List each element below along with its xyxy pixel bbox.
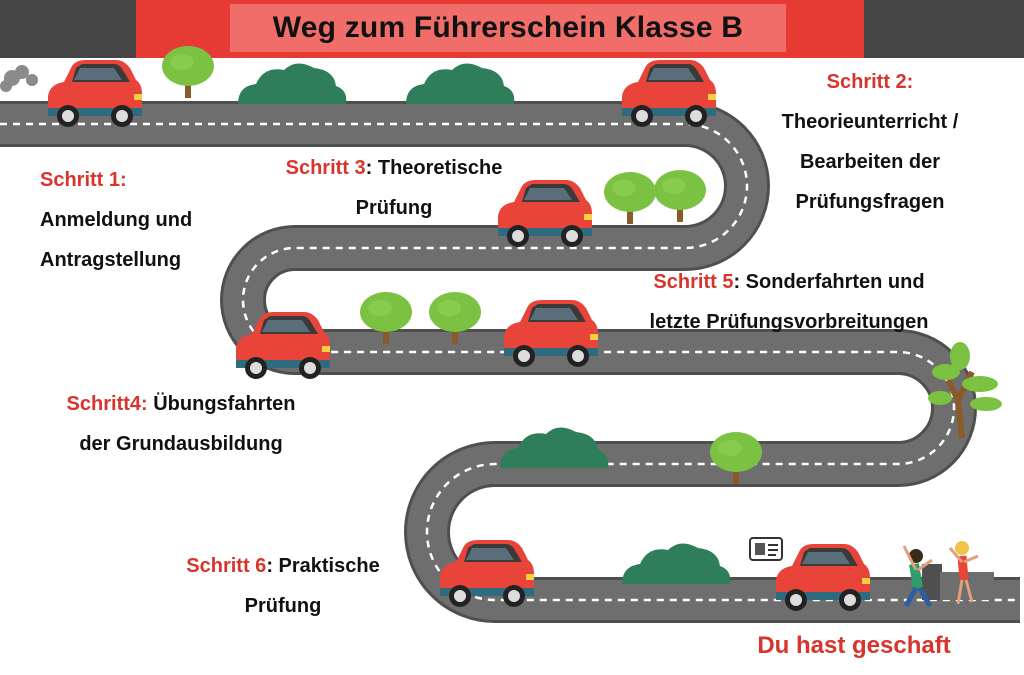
bush-icon bbox=[406, 63, 515, 104]
step-6-label: Schritt 6: Praktische Prüfung bbox=[186, 555, 380, 617]
tree-icon bbox=[160, 44, 216, 100]
step-4-label: Schritt4: Übungsfahrten der Grundausbild… bbox=[66, 393, 296, 455]
license-card-icon bbox=[749, 537, 783, 561]
tree-icon bbox=[928, 342, 1002, 439]
bush-icon bbox=[238, 63, 347, 104]
step-1-label: Schritt 1: Anmeldung und Antragstellung bbox=[40, 169, 193, 271]
step-2-label: Schritt 2: Theorieunterricht / Bearbeite… bbox=[781, 71, 959, 213]
finish-text: Du hast geschaft bbox=[757, 632, 951, 659]
lane-marking bbox=[0, 122, 1020, 602]
step-5-label: Schritt 5: Sonderfahrten und letzte Prüf… bbox=[649, 271, 929, 333]
page-title: Weg zum Führerschein Klasse B bbox=[272, 11, 744, 44]
title-banner: Weg zum Führerschein Klasse B bbox=[230, 4, 786, 52]
bush-icon bbox=[622, 543, 731, 584]
tree-icon bbox=[652, 168, 708, 224]
tree-icon bbox=[602, 170, 658, 226]
step-3-label: Schritt 3: Theoretische Prüfung bbox=[285, 157, 503, 219]
celebrating-people-icon bbox=[902, 541, 979, 608]
finish-step bbox=[922, 564, 942, 600]
exhaust-smoke-icon bbox=[0, 65, 38, 92]
